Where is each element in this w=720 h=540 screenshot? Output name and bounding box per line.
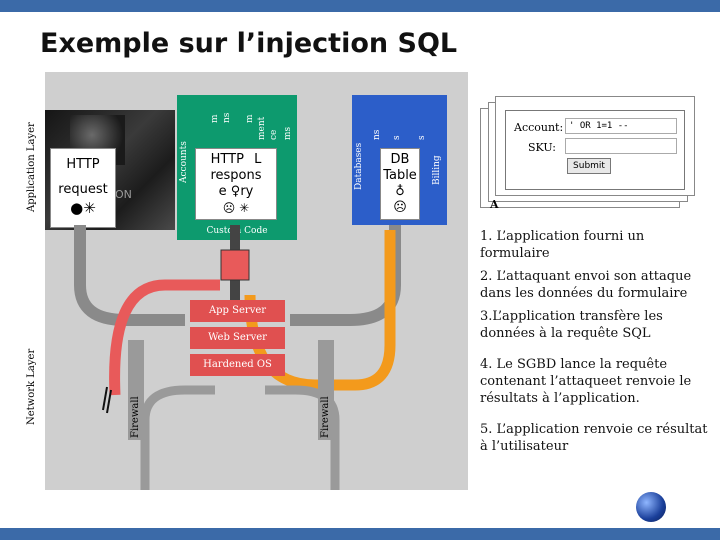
center-valve [221,250,249,280]
globe-icon [636,492,666,522]
sku-field[interactable] [565,138,677,154]
right-pipe-back [290,225,395,320]
firewall-left-label: Firewall [130,396,141,438]
db-line-2: Table [381,168,419,184]
response-line-2: respons [196,168,276,184]
blue-label-billing: Billing [432,155,442,185]
db-line-1: DB [381,152,419,168]
account-label: Account: [514,121,563,134]
http-request-box: HTTP request ●✳ [50,148,116,228]
green-label-2: m [210,114,220,123]
bomb-icon: ♀ [231,184,241,199]
response-line-1: HTTP L [196,152,276,168]
web-server-box: Web Server [190,327,285,349]
account-field[interactable]: ' OR 1=1 -- [565,118,677,134]
steps-list: 1. L’application fourni un formulaire 2.… [480,228,715,461]
blue-label-4: s [417,135,427,140]
http-response-box: HTTP L respons e ♀ry ☹ ✳ [195,148,277,220]
request-line-1: HTTP [51,157,115,172]
blue-label-3: s [392,135,402,140]
green-label-7: ms [283,127,293,140]
break-mark [103,387,107,410]
green-label-4: m [245,114,255,123]
firewall-right-label: Firewall [320,396,331,438]
smiley-icon: ☹ ✳ [196,200,276,216]
step-1: 1. L’application fourni un formulaire [480,228,715,262]
form-back-letter: A [490,198,499,211]
smiley-icon: ☹ [381,200,419,216]
request-line-2: request [51,182,115,197]
blue-label-databases: Databases [354,143,364,190]
step-5: 5. L’application renvoie ce résultat à l… [480,421,715,455]
top-bar [0,0,720,12]
green-label-accounts: Accounts [179,141,189,183]
green-label-3: ns [222,113,232,123]
blue-label-2: ns [372,130,382,140]
app-server-box: App Server [190,300,285,322]
sku-label: SKU: [528,141,556,154]
bomb-icon: ●✳ [51,199,115,217]
photo-caption-fragment: ON [115,188,132,201]
network-pipe-left [145,390,215,490]
step-2: 2. L’attaquant envoi son attaque dans le… [480,268,715,302]
hardened-os-box: Hardened OS [190,354,285,376]
response-line-3: e ♀ry [196,184,276,200]
green-label-6: ce [269,130,279,140]
bomb-icon: ♁ [381,184,419,200]
bottom-bar [0,528,720,540]
db-table-box: DB Table ♁ ☹ [380,148,420,220]
application-layer-label: Application Layer [26,122,37,212]
green-label-5: ment [257,117,267,140]
break-mark [107,390,111,413]
step-3: 3.L’application transfère les données à … [480,308,715,342]
slide-title: Exemple sur l’injection SQL [40,28,457,59]
step-4: 4. Le SGBD lance la requête contenant l’… [480,356,715,407]
network-layer-label: Network Layer [26,349,37,425]
submit-button[interactable]: Submit [567,158,611,174]
